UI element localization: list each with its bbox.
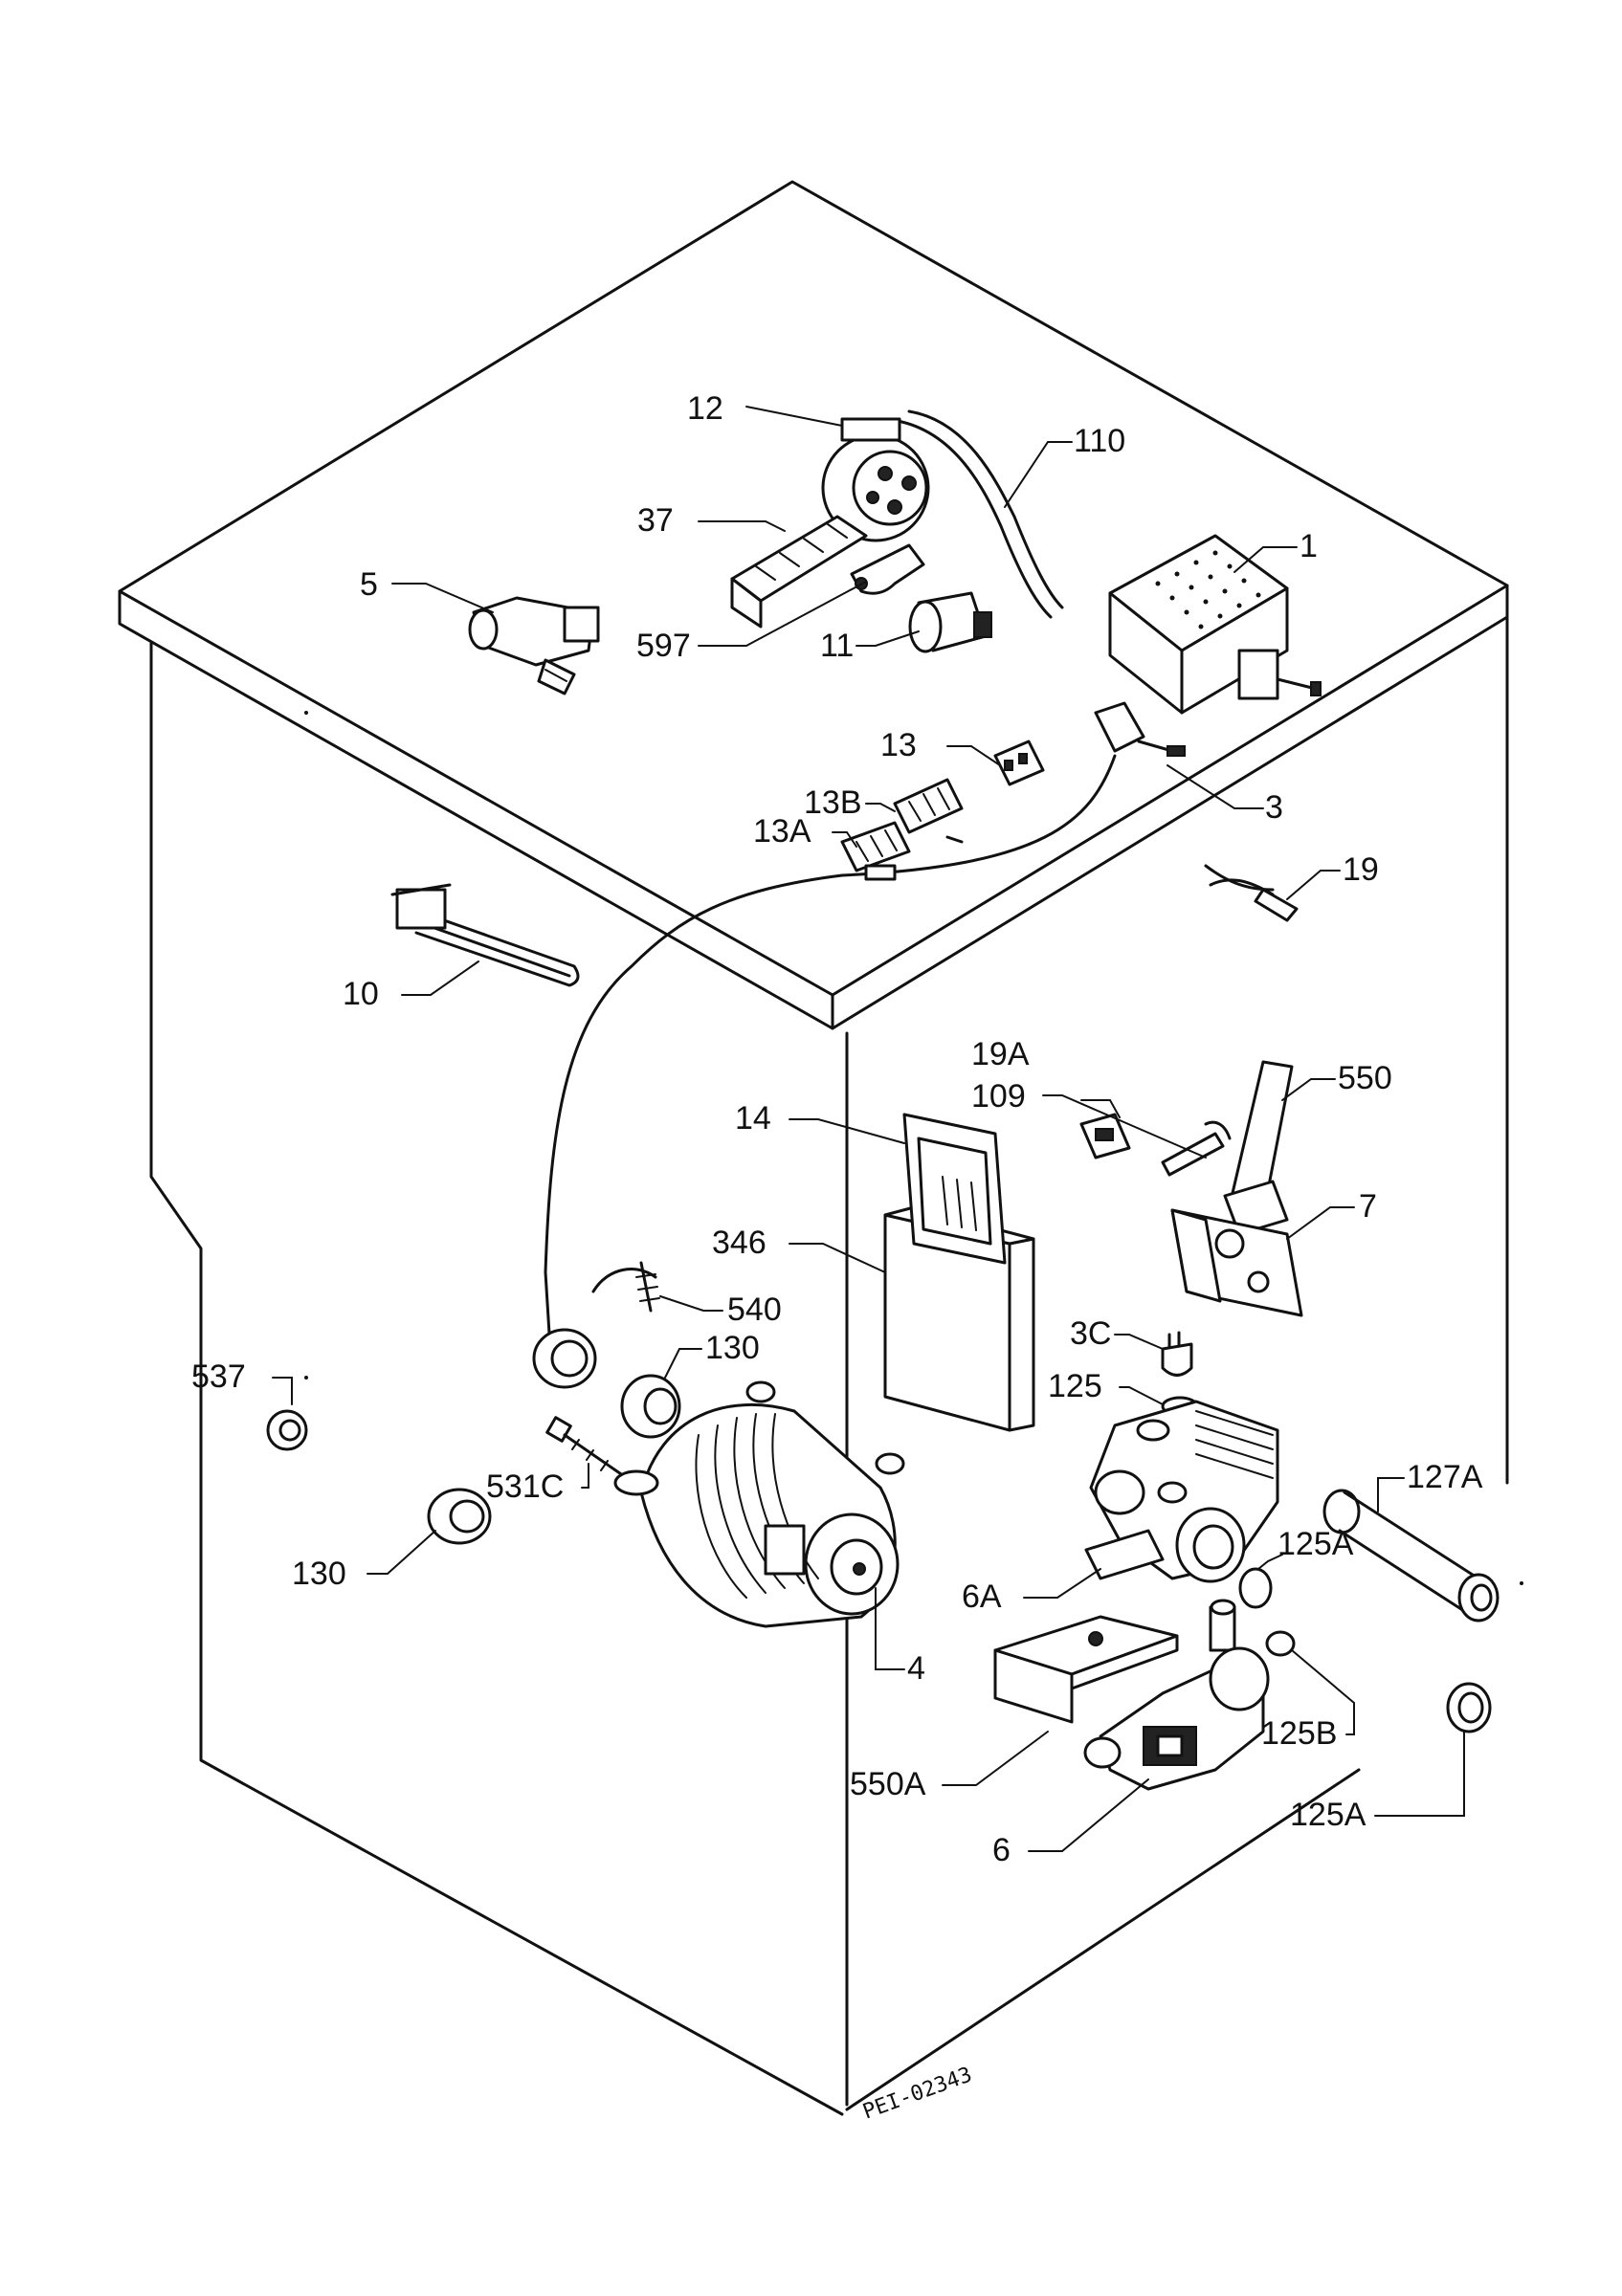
label-125a-upper: 125A xyxy=(1278,1526,1354,1562)
label-531c: 531C xyxy=(486,1468,564,1505)
label-537: 537 xyxy=(191,1358,246,1395)
label-1: 1 xyxy=(1300,528,1318,564)
label-540: 540 xyxy=(727,1292,782,1328)
label-130-lower: 130 xyxy=(292,1556,346,1592)
label-4: 4 xyxy=(907,1650,925,1687)
part-127a-pipe xyxy=(1322,1489,1500,1623)
part-125a-oring-lower xyxy=(1446,1682,1492,1733)
part-6-drain-pump xyxy=(1083,1599,1270,1791)
label-13a: 13A xyxy=(753,813,811,850)
part-labels: 12 110 37 1 5 597 11 13 3 13B 13A 19 10 … xyxy=(191,390,1483,2125)
label-6a: 6A xyxy=(962,1578,1002,1615)
label-12: 12 xyxy=(687,390,723,427)
part-550a-pad xyxy=(993,1615,1179,1724)
part-6a-pump-housing xyxy=(1084,1400,1279,1583)
drawing-code: PEI-02343 xyxy=(860,2063,976,2124)
part-550-lever xyxy=(1223,1060,1294,1236)
part-110-hose xyxy=(907,409,1064,609)
label-109: 109 xyxy=(971,1078,1026,1115)
part-7-door-lock xyxy=(1170,1208,1303,1317)
wire-harness xyxy=(544,754,1117,1351)
part-3c-sensor xyxy=(1161,1331,1193,1377)
label-125b: 125B xyxy=(1261,1715,1337,1752)
label-550: 550 xyxy=(1338,1060,1392,1096)
label-125a-lower: 125A xyxy=(1290,1797,1366,1833)
part-130-grommet-upper xyxy=(620,1374,681,1439)
label-130-upper: 130 xyxy=(705,1330,760,1366)
part-109-clip xyxy=(1079,1113,1131,1159)
part-125b-oring xyxy=(1265,1630,1296,1657)
label-3c: 3C xyxy=(1070,1315,1111,1352)
part-13b-connector xyxy=(893,778,964,844)
part-531c-bolt xyxy=(545,1416,629,1480)
part-14-dispenser-drawer xyxy=(902,1113,1007,1265)
label-11: 11 xyxy=(820,628,854,664)
part-540-clamp xyxy=(591,1261,660,1313)
label-6: 6 xyxy=(992,1832,1011,1868)
label-13: 13 xyxy=(880,727,917,763)
label-346: 346 xyxy=(712,1225,767,1261)
leader-lines xyxy=(272,406,1465,1852)
part-3-switch xyxy=(1094,701,1186,757)
part-125a-oring-upper xyxy=(1238,1567,1273,1609)
part-130-grommet-lower xyxy=(427,1488,492,1545)
part-5-inlet-valve xyxy=(468,596,600,695)
label-597: 597 xyxy=(636,628,691,664)
part-597-bracket xyxy=(850,543,925,595)
part-10-heating-element xyxy=(390,883,580,987)
part-1-timer xyxy=(1108,534,1322,715)
label-10: 10 xyxy=(343,976,379,1012)
label-125: 125 xyxy=(1048,1368,1102,1404)
label-19a: 19A xyxy=(971,1036,1030,1072)
part-13-connector xyxy=(993,740,1045,786)
label-550a: 550A xyxy=(850,1766,926,1802)
label-14: 14 xyxy=(735,1100,771,1137)
label-37: 37 xyxy=(637,502,674,539)
part-537-plug xyxy=(266,1409,308,1451)
label-19: 19 xyxy=(1343,851,1379,888)
part-11-capacitor xyxy=(908,591,992,653)
label-13b: 13B xyxy=(804,784,862,821)
part-4-motor xyxy=(613,1380,905,1628)
part-13a-connector xyxy=(840,821,911,881)
label-5: 5 xyxy=(360,566,378,603)
label-3: 3 xyxy=(1265,789,1283,826)
part-37-terminal-block xyxy=(730,515,868,629)
part-grommet-wire xyxy=(532,1328,597,1389)
label-110: 110 xyxy=(1074,423,1125,459)
label-7: 7 xyxy=(1359,1188,1377,1225)
part-19a-probe xyxy=(1161,1120,1232,1177)
part-19-sensor xyxy=(1204,864,1299,922)
label-127a: 127A xyxy=(1407,1459,1483,1495)
part-12-pressure-switch xyxy=(821,417,930,542)
